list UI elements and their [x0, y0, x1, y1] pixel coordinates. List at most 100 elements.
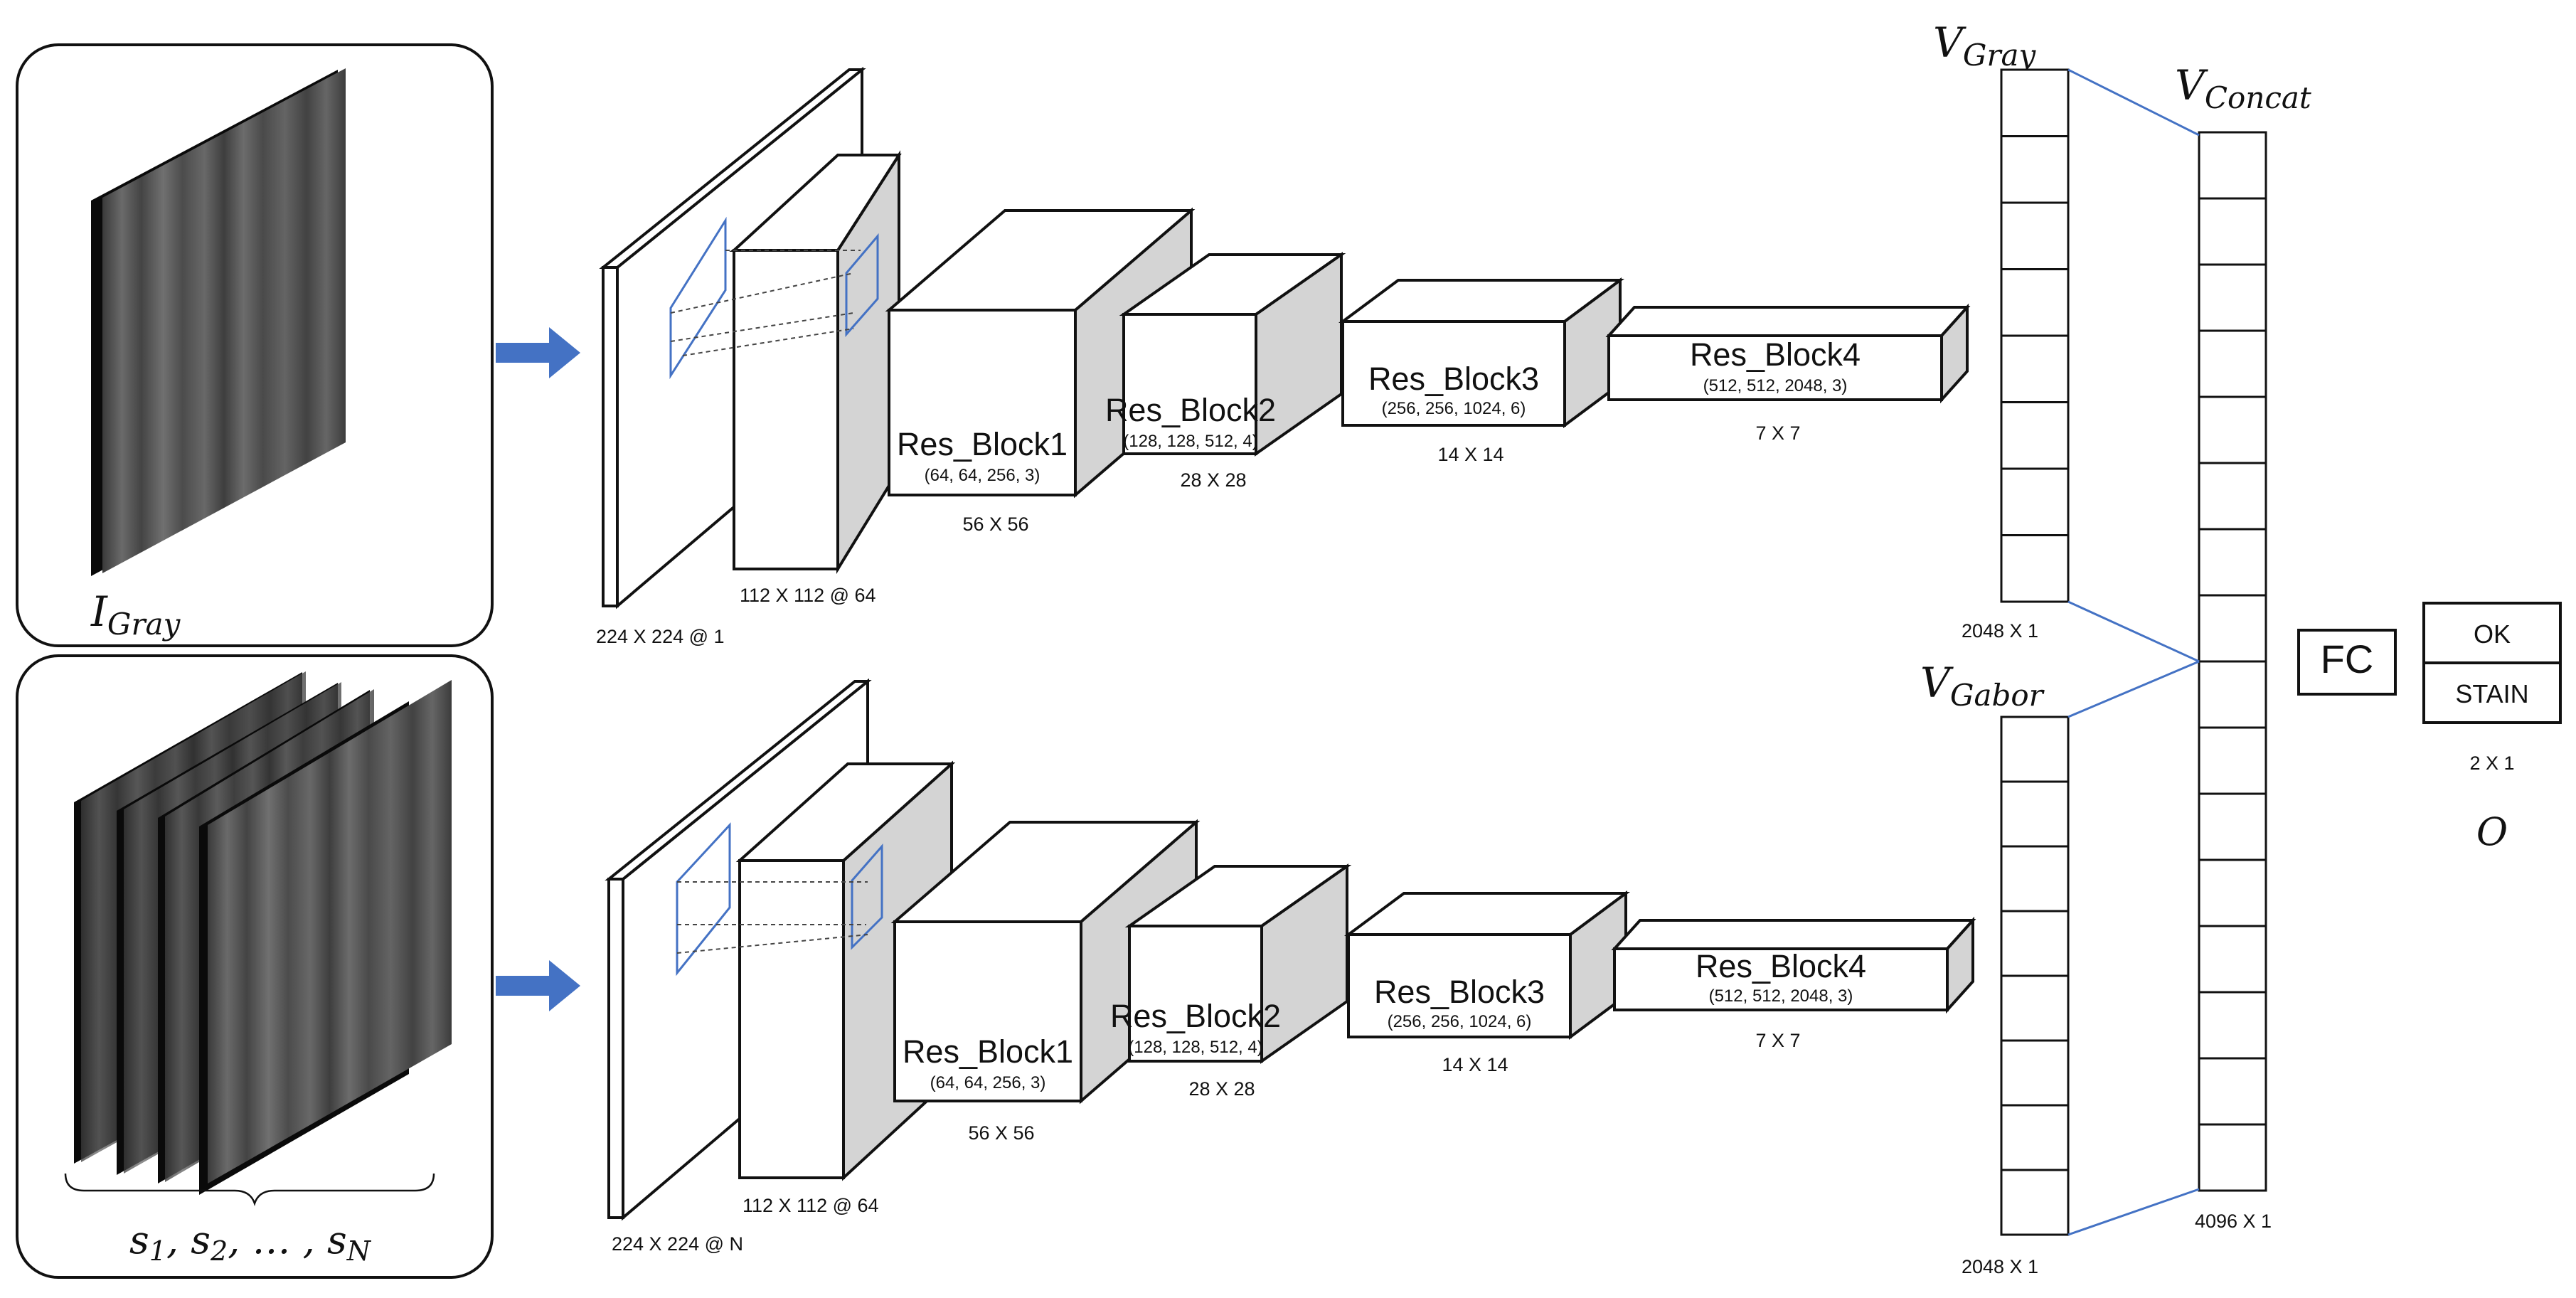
dim-label: 14 X 14	[1437, 444, 1503, 465]
vector-cell	[2000, 534, 2070, 603]
output-label: O	[2476, 809, 2508, 854]
output-class-ok: OK	[2474, 619, 2511, 649]
v-gabor-cells	[2000, 716, 2070, 1236]
block-name: Res_Block4	[1696, 948, 1866, 984]
gabor-input-panel: s1, s2, … , sN	[16, 654, 494, 1279]
gabor-res-block3: Res_Block3 (256, 256, 1024, 6)	[1343, 890, 1631, 1040]
dim-label: 224 X 224 @ N	[612, 1233, 743, 1255]
gabor-input-arrow	[496, 960, 580, 1011]
vector-cell	[2000, 716, 2070, 783]
v-concat-label: VConcat	[2175, 61, 2311, 115]
gabor-res-block2: Res_Block2 (128, 128, 512, 4)	[1110, 863, 1352, 1064]
vector-cell	[2000, 780, 2070, 848]
vector-cell	[2000, 68, 2070, 137]
connector-line	[2067, 68, 2200, 137]
block-name: Res_Block2	[1110, 998, 1281, 1034]
block-params: (64, 64, 256, 3)	[925, 466, 1040, 485]
block-params: (64, 64, 256, 3)	[930, 1073, 1046, 1092]
vector-cell	[2000, 1104, 2070, 1171]
block-name: Res_Block4	[1690, 336, 1861, 373]
dim-label: 224 X 224 @ 1	[596, 626, 725, 647]
v-concat-cells	[2198, 131, 2267, 1192]
gabor-image-stack	[74, 671, 452, 1195]
vector-cell	[2198, 1057, 2267, 1126]
vector-cell	[2198, 991, 2267, 1060]
block-params: (128, 128, 512, 4)	[1128, 1038, 1262, 1057]
gabor-stack-brace	[64, 1173, 435, 1206]
vector-cell	[2198, 329, 2267, 398]
gray-res-block4: Res_Block4 (512, 512, 2048, 3)	[1605, 303, 1971, 404]
v-gray-vector: VGray 2048 X 1	[1933, 18, 2070, 642]
block-params: (512, 512, 2048, 3)	[1703, 376, 1848, 395]
vector-cell	[2198, 792, 2267, 861]
block-name: Res_Block3	[1368, 361, 1539, 397]
gray-res-block1: Res_Block1 (64, 64, 256, 3)	[885, 207, 1196, 499]
vector-cell	[2198, 263, 2267, 332]
dim-label: 2048 X 1	[1962, 1256, 2038, 1277]
dim-label: 14 X 14	[1442, 1054, 1508, 1075]
gabor-res-block4: Res_Block4 (512, 512, 2048, 3)	[1611, 916, 1976, 1014]
v-gray-label: VGray	[1933, 18, 2037, 73]
vector-connectors	[2067, 68, 2200, 1236]
gabor-kernel-window	[676, 822, 883, 977]
dim-label: 56 X 56	[968, 1122, 1034, 1144]
gray-kernel-window	[669, 216, 879, 380]
fc-label: FC	[2321, 637, 2374, 681]
vector-cell	[2000, 467, 2070, 536]
dim-label: 56 X 56	[962, 514, 1028, 535]
vector-cell	[2000, 1039, 2070, 1107]
vector-cell	[2198, 528, 2267, 597]
vector-cell	[2000, 910, 2070, 977]
block-name: Res_Block2	[1105, 392, 1276, 428]
vector-cell	[2000, 334, 2070, 403]
gray-image	[91, 68, 346, 576]
block-params: (256, 256, 1024, 6)	[1388, 1012, 1532, 1031]
vector-cell	[2000, 1169, 2070, 1236]
gabor-input-label: s1, s2, … , sN	[129, 1218, 372, 1267]
dim-label: 112 X 112 @ 64	[743, 1195, 879, 1216]
block-name: Res_Block3	[1374, 974, 1545, 1010]
block-name: Res_Block1	[903, 1033, 1073, 1070]
gray-input-panel: IGray	[16, 43, 494, 647]
vector-cell	[2198, 462, 2267, 531]
block-params: (256, 256, 1024, 6)	[1382, 399, 1526, 418]
v-gabor-vector: VGabor 2048 X 1	[1920, 659, 2070, 1277]
dim-label: 112 X 112 @ 64	[740, 585, 876, 606]
v-gabor-label: VGabor	[1920, 659, 2045, 713]
dim-label: 28 X 28	[1188, 1078, 1255, 1100]
fc-layer: FC	[2297, 629, 2397, 696]
gray-input-arrow	[496, 327, 580, 378]
dim-label: 7 X 7	[1755, 422, 1800, 444]
vector-cell	[2000, 268, 2070, 337]
output-class-stain: STAIN	[2455, 679, 2528, 708]
connector-line	[2067, 600, 2200, 663]
vector-cell	[2198, 726, 2267, 795]
block-name: Res_Block1	[897, 426, 1068, 462]
block-params: (128, 128, 512, 4)	[1123, 432, 1257, 451]
gray-conv1-layer	[729, 150, 902, 575]
gabor-branch: Res_Block1 (64, 64, 256, 3) Res_Block2 (…	[605, 678, 1976, 1255]
block-params: (512, 512, 2048, 3)	[1709, 986, 1853, 1006]
output-vector: OK STAIN 2 X 1 O	[2422, 602, 2562, 854]
vector-cell	[2000, 974, 2070, 1042]
vector-cell	[2198, 925, 2267, 994]
connector-line	[2067, 660, 2200, 718]
vector-cell	[2198, 1123, 2267, 1192]
vector-cell	[2000, 401, 2070, 470]
connector-line	[2067, 1188, 2200, 1236]
v-concat-vector: VConcat 4096 X 1	[2175, 61, 2311, 1232]
vector-cell	[2000, 135, 2070, 204]
dim-label: 28 X 28	[1180, 469, 1246, 491]
gray-input-label: IGray	[90, 587, 181, 642]
vector-cell	[2198, 197, 2267, 266]
vector-cell	[2198, 395, 2267, 464]
dim-label: 2048 X 1	[1962, 620, 2038, 642]
v-gray-cells	[2000, 68, 2070, 603]
gray-res-block2: Res_Block2 (128, 128, 512, 4)	[1105, 252, 1346, 457]
vector-cell	[2198, 660, 2267, 729]
dim-label: 4096 X 1	[2195, 1211, 2272, 1232]
vector-cell	[2000, 201, 2070, 270]
vector-cell	[2000, 845, 2070, 913]
dim-label: 2 X 1	[2469, 752, 2514, 774]
